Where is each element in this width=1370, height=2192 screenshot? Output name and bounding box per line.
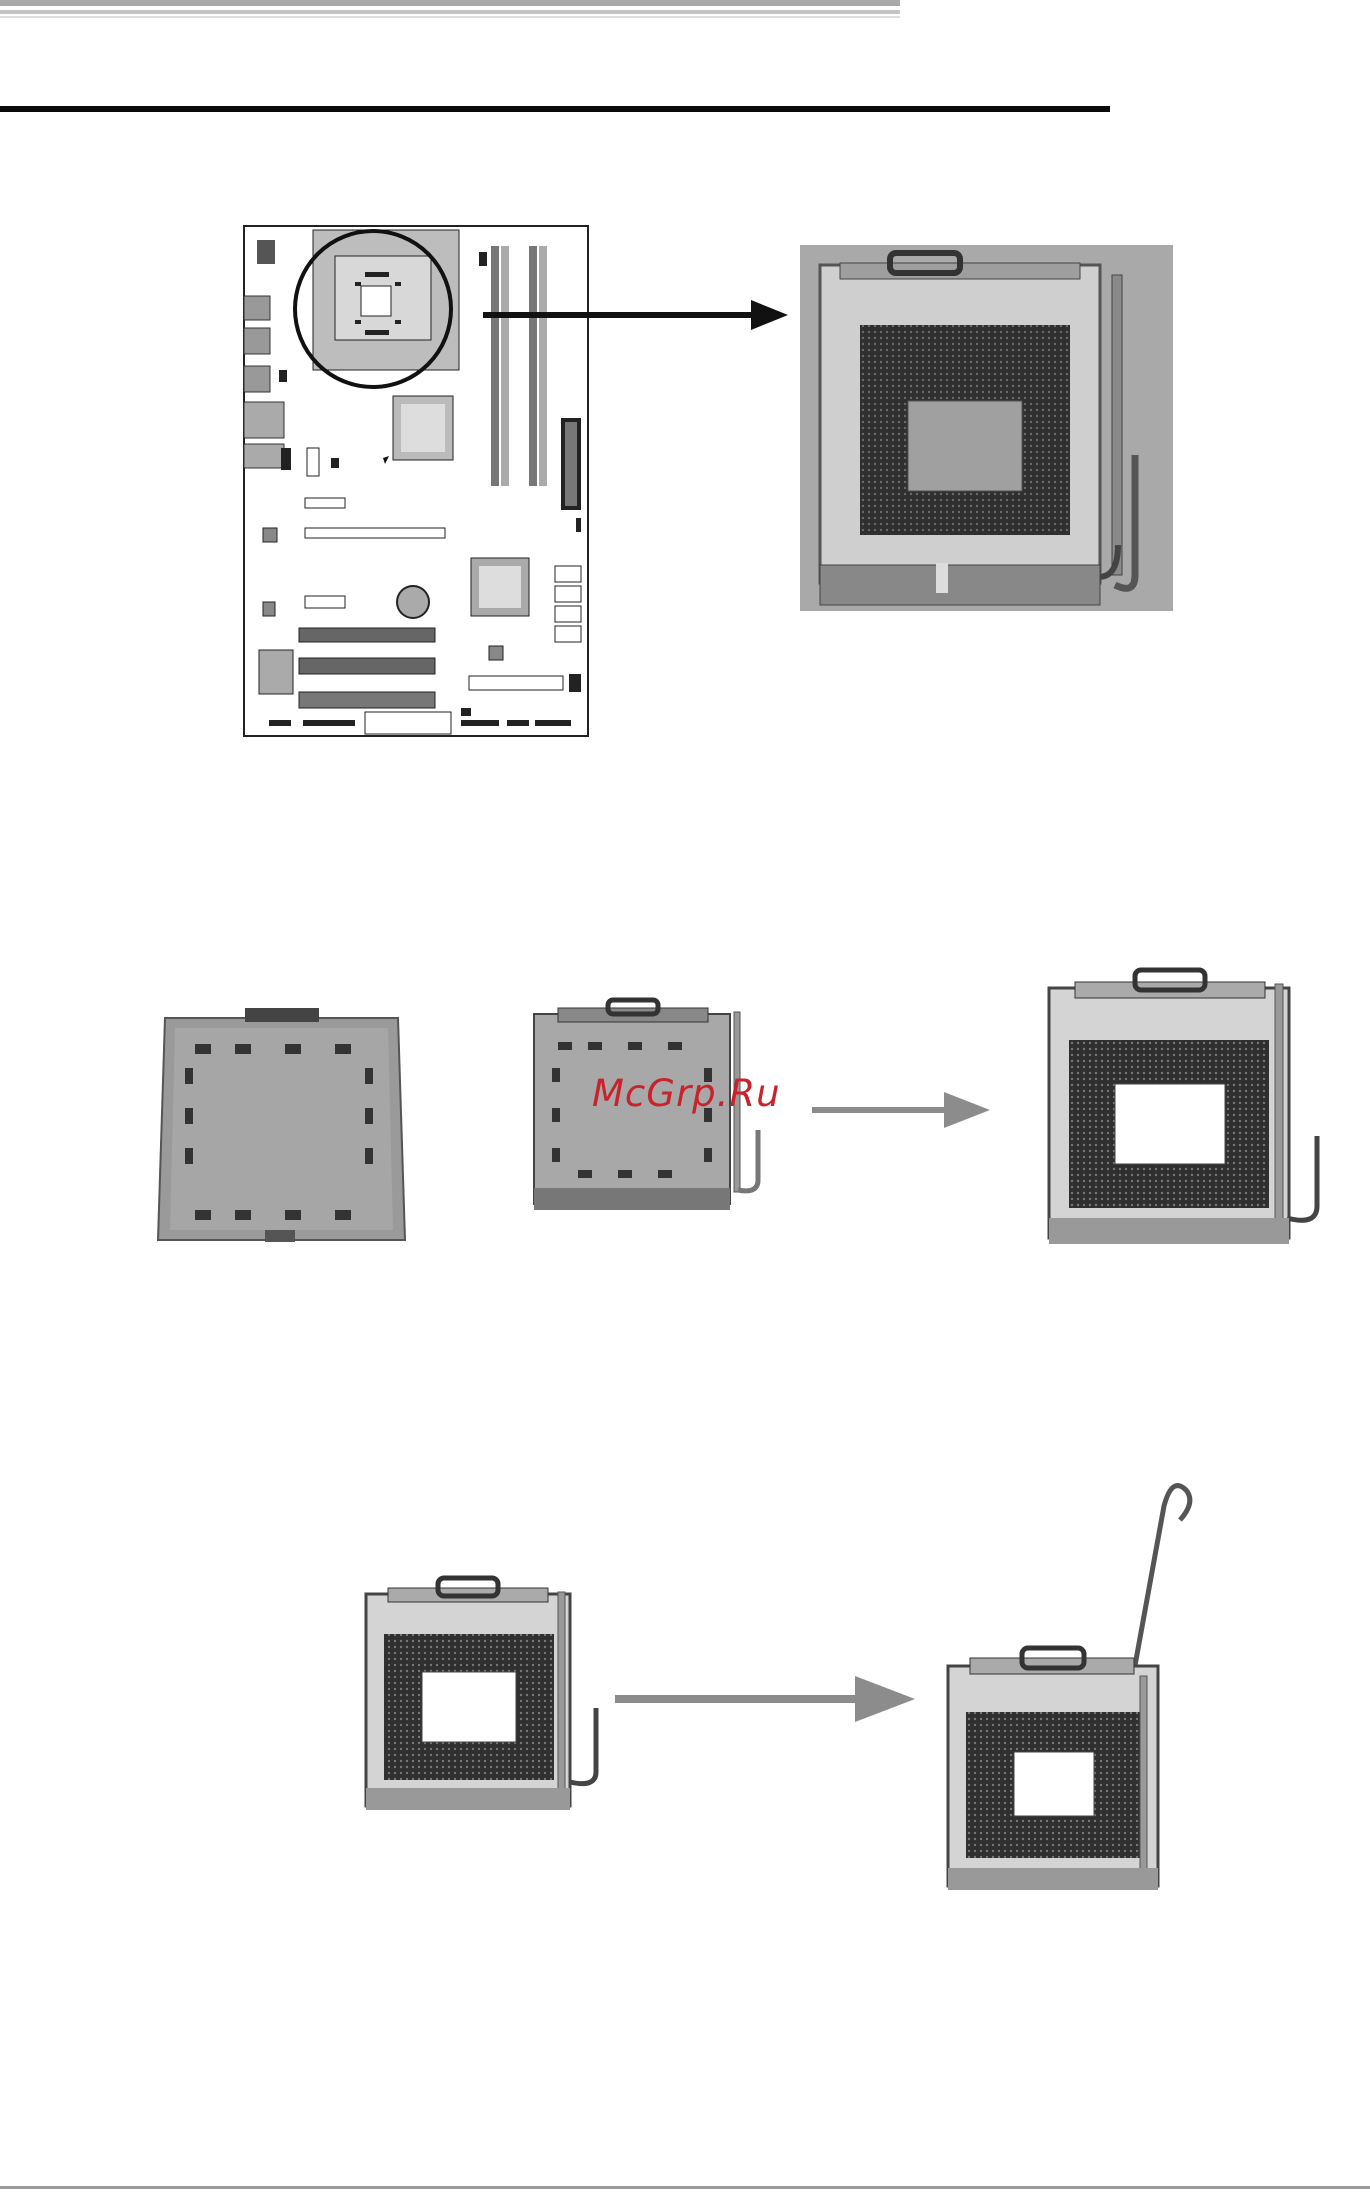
- transition-arrow-icon-2: [615, 1674, 915, 1724]
- cpu-socket-lever-down-icon: [362, 1578, 612, 1818]
- pointer-arrow-icon: [483, 300, 788, 330]
- cpu-socket-lever-up-icon: [942, 1476, 1204, 1900]
- watermark: McGrp.Ru: [592, 1072, 781, 1115]
- cpu-socket-photo: [800, 245, 1173, 611]
- cpu-socket-open-icon: [1045, 968, 1335, 1252]
- header-bar-3: [0, 16, 900, 18]
- transition-arrow-icon: [812, 1090, 992, 1130]
- footer-rule: [0, 2186, 1370, 2189]
- section-rule: [0, 106, 1110, 112]
- header-bar: [0, 0, 900, 6]
- socket-cap-icon: [155, 1008, 408, 1250]
- header-bar-2: [0, 10, 900, 14]
